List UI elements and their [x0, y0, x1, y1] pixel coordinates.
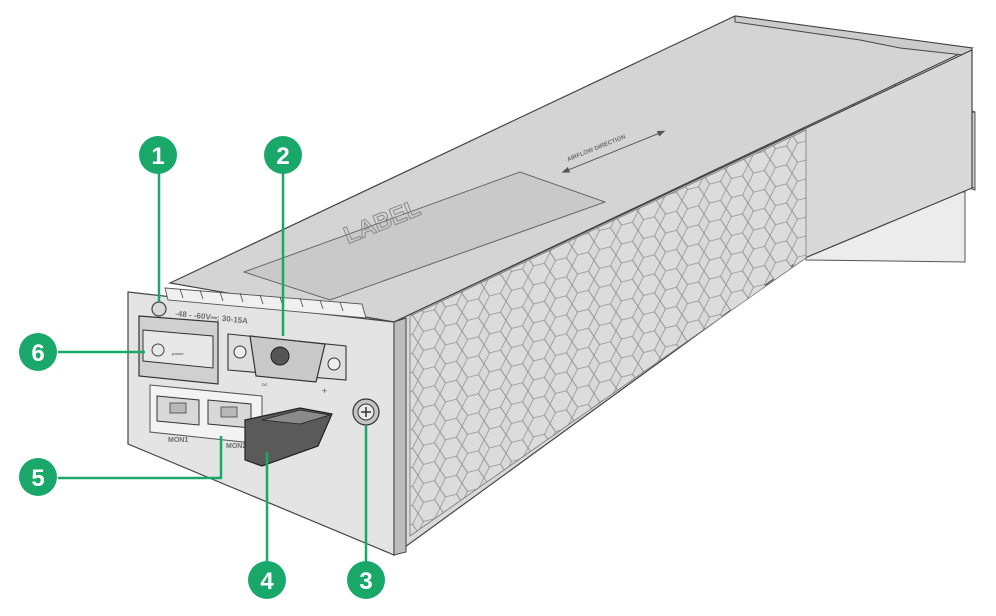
callout-3: 3	[347, 561, 385, 599]
status-led	[151, 301, 167, 317]
callout-1: 1	[139, 136, 177, 174]
monitor-ports: MON1 MON2	[149, 384, 263, 450]
power-switch-label: power	[172, 351, 184, 356]
mon1-port[interactable]	[156, 395, 200, 426]
leader-line-5	[58, 436, 223, 480]
callout-6: 6	[19, 333, 57, 371]
callout-4: 4	[248, 561, 286, 599]
callout-5-number: 5	[31, 465, 44, 492]
mon2-label: MON2	[226, 443, 246, 450]
handle-ridges	[164, 287, 367, 319]
callout-1-number: 1	[151, 143, 164, 170]
airflow-arrow	[565, 131, 662, 172]
power-switch[interactable]: power	[138, 315, 219, 385]
captive-screw[interactable]	[352, 398, 380, 426]
callout-2: 2	[264, 136, 302, 174]
callout-4-number: 4	[260, 568, 274, 595]
dc-connector-label: DC	[262, 382, 268, 387]
vent-grille	[409, 129, 807, 537]
dc-input-connector: DC +	[227, 333, 347, 396]
callout-5: 5	[19, 458, 57, 496]
mon1-label: MON1	[168, 437, 188, 444]
callout-3-number: 3	[359, 568, 372, 595]
extraction-latch[interactable]	[244, 407, 333, 467]
callout-6-number: 6	[31, 340, 44, 367]
callout-2-number: 2	[276, 143, 289, 170]
leader-lines	[58, 172, 368, 562]
plus-mark: +	[322, 386, 327, 396]
